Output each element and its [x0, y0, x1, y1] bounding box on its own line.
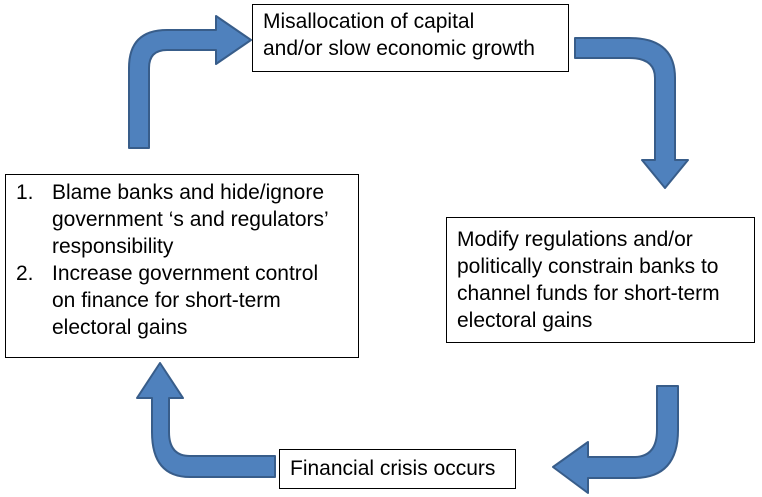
modify-regulations-box: Modify regulations and/or politically co…	[446, 217, 755, 343]
modify-regulations-line-2: politically constrain banks to	[457, 255, 719, 278]
list-item-line: Blame banks and hide/ignore	[52, 181, 325, 204]
list-item-line: electoral gains	[52, 316, 188, 339]
list-item-number: 2.	[16, 262, 34, 285]
arrow-left-to-top	[128, 15, 252, 149]
list-item-text: Increase government control on finance f…	[52, 260, 348, 341]
misallocation-line-1: Misallocation of capital	[263, 10, 475, 33]
modify-regulations-line-4: electoral gains	[457, 309, 593, 332]
response-list: 1. Blame banks and hide/ignore governmen…	[16, 179, 348, 341]
misallocation-line-2: and/or slow economic growth	[263, 37, 535, 60]
list-item-line: on finance for short-term	[52, 289, 281, 312]
list-item: 1. Blame banks and hide/ignore governmen…	[16, 179, 348, 260]
list-item-number: 1.	[16, 181, 34, 204]
list-item-text: Blame banks and hide/ignore government ‘…	[52, 179, 348, 260]
list-item-line: responsibility	[52, 235, 174, 258]
list-item-line: Increase government control	[52, 262, 319, 285]
arrow-bottom-to-left	[136, 362, 276, 478]
financial-crisis-line-1: Financial crisis occurs	[290, 457, 496, 480]
modify-regulations-line-3: channel funds for short-term	[457, 282, 720, 305]
arrow-top-to-right	[574, 37, 689, 189]
list-item: 2. Increase government control on financ…	[16, 260, 348, 341]
financial-crisis-box: Financial crisis occurs	[279, 449, 516, 489]
modify-regulations-line-1: Modify regulations and/or	[457, 228, 693, 251]
list-item-line: government ‘s and regulators’	[52, 208, 329, 231]
misallocation-box: Misallocation of capital and/or slow eco…	[252, 4, 569, 72]
arrow-right-to-bottom	[552, 385, 679, 494]
blame-banks-box: 1. Blame banks and hide/ignore governmen…	[5, 174, 359, 358]
